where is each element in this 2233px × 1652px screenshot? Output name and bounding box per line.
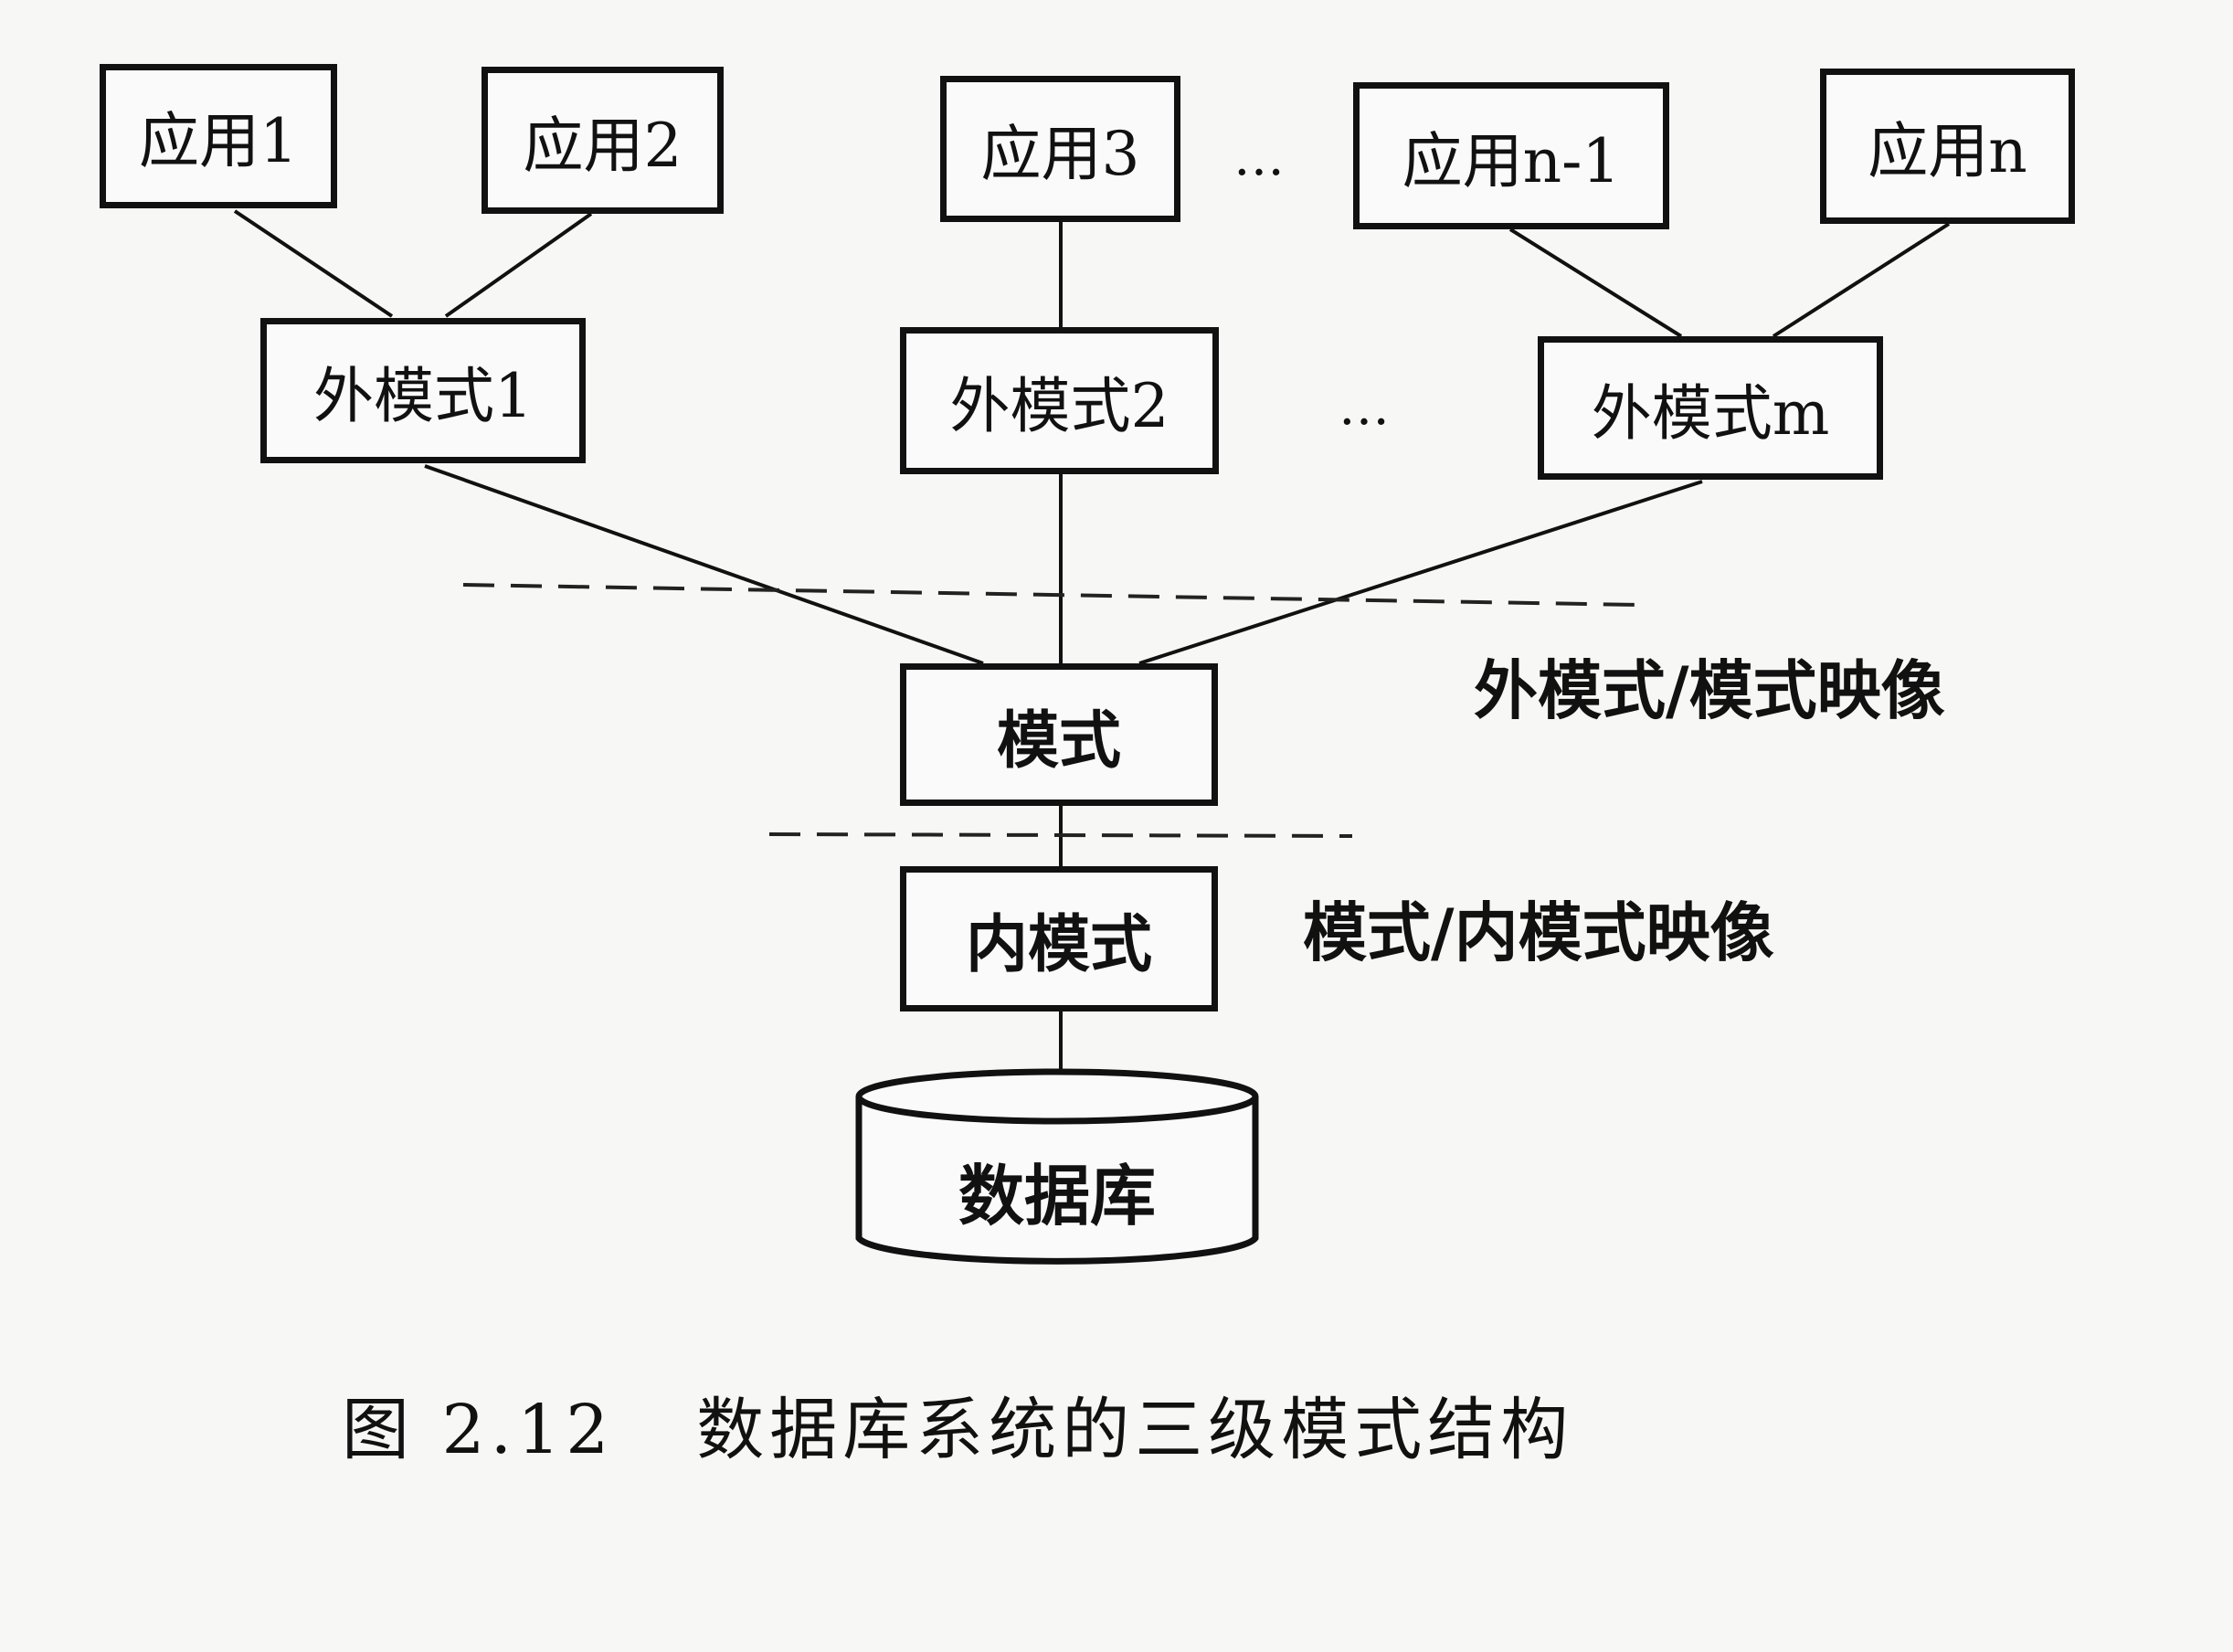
application-n-minus-1-box: 应用n-1 xyxy=(1353,82,1669,229)
conceptual-internal-mapping-label: 模式/内模式映像 xyxy=(1303,895,1774,970)
line-appn1-extm xyxy=(1508,228,1683,338)
external-schema-m-label: 外模式m xyxy=(1591,377,1830,449)
line-appn-extm xyxy=(1772,222,1951,338)
application-2-label: 应用2 xyxy=(523,110,683,181)
line-ext1-schema xyxy=(424,464,984,665)
application-2-box: 应用2 xyxy=(482,67,724,214)
external-schema-m-box: 外模式m xyxy=(1538,336,1883,480)
external-schema-1-box: 外模式1 xyxy=(260,318,586,463)
application-n-minus-1-label: 应用n-1 xyxy=(1402,125,1621,196)
figure-title: 数据库系统的三级模式结构 xyxy=(696,1391,1574,1469)
application-n-box: 应用n xyxy=(1820,69,2075,224)
figure-caption: 图 2.12 数据库系统的三级模式结构 xyxy=(342,1375,1573,1473)
external-conceptual-mapping-label: 外模式/模式映像 xyxy=(1474,653,1945,728)
database-label: 数据库 xyxy=(958,1158,1156,1234)
external-schema-2-box: 外模式2 xyxy=(900,327,1219,474)
schema-box: 模式 xyxy=(900,663,1218,806)
external-schema-1-label: 外模式1 xyxy=(313,360,533,431)
application-n-label: 应用n xyxy=(1868,116,2027,186)
external-schema-2-label: 外模式2 xyxy=(949,370,1169,441)
ellipsis-applications: … xyxy=(1233,128,1288,187)
internal-schema-box: 内模式 xyxy=(900,866,1218,1011)
application-3-label: 应用3 xyxy=(980,119,1140,189)
mapping-divider-external xyxy=(462,583,1641,607)
ellipsis-external-schemas: … xyxy=(1339,377,1393,437)
application-1-box: 应用1 xyxy=(100,64,337,208)
internal-schema-label: 内模式 xyxy=(965,909,1152,981)
schema-label: 模式 xyxy=(996,704,1121,778)
line-app1-ext1 xyxy=(233,209,394,318)
application-3-box: 应用3 xyxy=(940,76,1180,222)
line-extm-schema xyxy=(1138,480,1703,665)
database-cylinder xyxy=(855,1068,1259,1265)
application-1-label: 应用1 xyxy=(139,106,298,176)
figure-number: 图 2.12 xyxy=(342,1391,615,1469)
line-app2-ext1 xyxy=(444,212,593,318)
mapping-divider-internal xyxy=(768,832,1353,838)
